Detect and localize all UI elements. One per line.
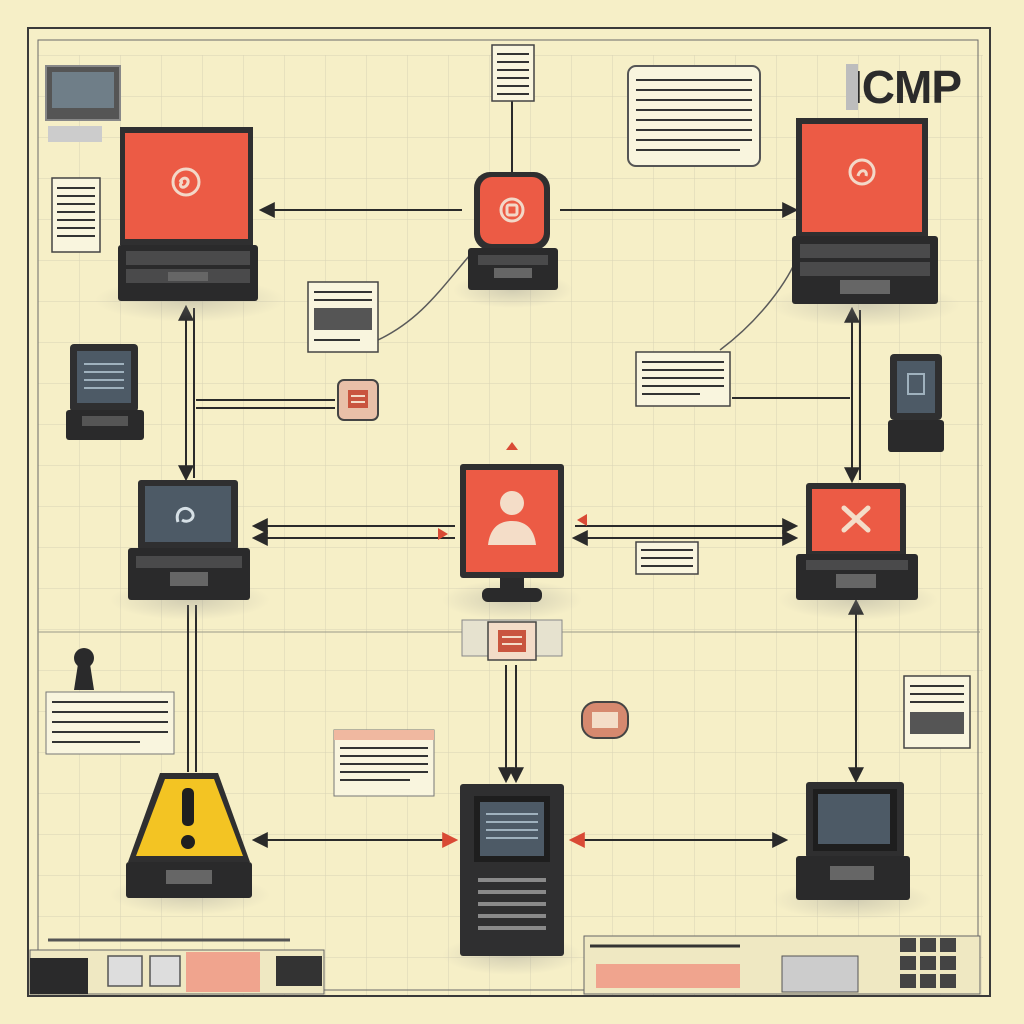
note-cards	[45, 44, 971, 797]
note-bottom-left	[45, 691, 175, 755]
user-icon	[488, 491, 536, 545]
x-icon	[841, 505, 871, 533]
user-center[interactable]	[460, 464, 564, 602]
badge-lower	[581, 701, 629, 739]
terminal-icon	[276, 956, 322, 986]
red-screen	[480, 177, 544, 244]
outer-frame	[27, 27, 991, 997]
swirl-icon	[499, 197, 525, 223]
note-center-right	[635, 541, 699, 575]
note-callout-top	[627, 65, 761, 167]
note-bottom-right	[903, 675, 971, 749]
monitor-icon	[107, 955, 143, 987]
monitor-icon-topleft	[45, 65, 121, 142]
laptop-top-right[interactable]	[792, 118, 938, 304]
keyhole-icon	[74, 648, 94, 690]
note-left-top	[51, 177, 101, 253]
warning-icon	[181, 788, 195, 849]
note-mid-left	[307, 281, 379, 353]
diagram-title: ICMP	[846, 58, 980, 116]
pc-bottom-right[interactable]	[796, 782, 910, 900]
swirl-icon	[175, 506, 195, 523]
badge-center	[461, 619, 563, 661]
connections	[178, 100, 864, 848]
tablet-left[interactable]	[66, 344, 144, 440]
router-top-center[interactable]	[468, 172, 558, 290]
note-top-center	[491, 44, 535, 102]
monitor-icon	[818, 794, 890, 844]
phone-right[interactable]	[888, 354, 944, 452]
laptop-top-left[interactable]	[118, 127, 258, 301]
swirl-icon	[848, 158, 876, 186]
dark-screen	[145, 486, 231, 542]
note-bottom-center	[333, 729, 435, 797]
red-screen	[802, 124, 922, 232]
swirl-icon	[171, 167, 201, 197]
server-bottom-center[interactable]	[460, 784, 564, 956]
stripe-icon	[30, 958, 88, 994]
swirl-icon	[149, 955, 181, 987]
pc-mid-left[interactable]	[128, 480, 250, 600]
footer-legend	[29, 935, 981, 995]
badge-left	[337, 379, 379, 421]
warning-bottom-left[interactable]	[126, 773, 252, 898]
error-right[interactable]	[796, 483, 918, 600]
note-mid-right	[635, 351, 731, 407]
